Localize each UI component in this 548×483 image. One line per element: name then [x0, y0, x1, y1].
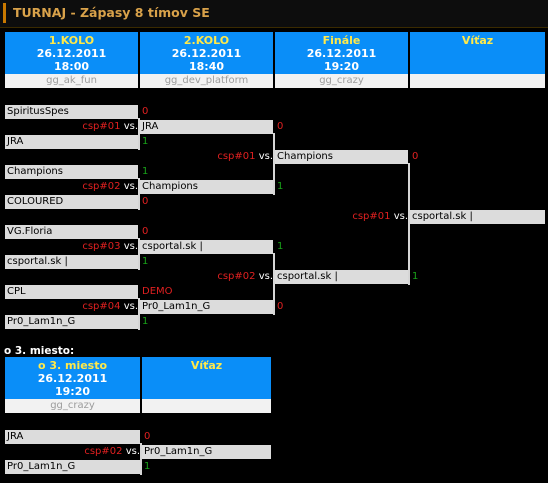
- vs-label: vs.: [123, 241, 138, 252]
- bracket-connector: [138, 118, 140, 150]
- match-label: csp#01 vs.: [5, 120, 138, 134]
- match-label: csp#03 vs.: [5, 240, 138, 254]
- match-id[interactable]: csp#02: [217, 271, 256, 282]
- team-score: 0: [412, 151, 419, 162]
- round-time: 18:40: [188, 60, 224, 73]
- match-label: csp#04 vs.: [5, 300, 138, 314]
- match-label: csp#01 vs.: [275, 210, 408, 224]
- round-date: 26.12.2011: [306, 47, 377, 60]
- team-slot[interactable]: CPL: [5, 285, 138, 299]
- round-header-2: 2.KOLO 26.12.2011 18:40: [140, 32, 273, 74]
- round-time: 19:20: [54, 385, 90, 398]
- round-header-third-winner: Víťaz: [142, 357, 271, 399]
- round-time: 19:20: [323, 60, 359, 73]
- bracket-connector: [273, 133, 275, 195]
- match-id[interactable]: csp#02: [82, 181, 121, 192]
- server-name: gg_crazy: [5, 399, 140, 413]
- round-header-1: 1.KOLO 26.12.2011 18:00: [5, 32, 138, 74]
- vs-label: vs.: [258, 271, 273, 282]
- vs-label: vs.: [123, 121, 138, 132]
- team-slot[interactable]: VG.Floria: [5, 225, 138, 239]
- team-score: 1: [142, 256, 149, 267]
- bracket-connector: [140, 443, 142, 475]
- server-name: [410, 74, 545, 88]
- match-id[interactable]: csp#04: [82, 301, 121, 312]
- winner-slot[interactable]: csportal.sk |: [410, 210, 545, 224]
- winner-slot[interactable]: Pr0_Lam1n_G: [142, 445, 271, 459]
- round-name: Víťaz: [190, 359, 223, 372]
- server-name: [142, 399, 271, 413]
- team-score: 1: [277, 241, 284, 252]
- team-score: DEMO: [142, 286, 173, 297]
- team-score: 0: [142, 106, 149, 117]
- vs-label: vs.: [258, 151, 273, 162]
- bracket-connector: [408, 163, 410, 285]
- vs-label: vs.: [125, 446, 140, 457]
- page-title: TURNAJ - Zápasy 8 tímov SE: [13, 5, 210, 20]
- server-name: gg_dev_platform: [140, 74, 273, 88]
- match-id[interactable]: csp#01: [217, 151, 256, 162]
- round-time: 18:00: [53, 60, 89, 73]
- team-score: 1: [142, 316, 149, 327]
- vs-label: vs.: [393, 211, 408, 222]
- third-place-section-label: o 3. miesto:: [4, 345, 75, 357]
- round-header-third-place: o 3. miesto 26.12.2011 19:20: [5, 357, 140, 399]
- round-name: Víťaz: [461, 34, 494, 47]
- round-header-winner: Víťaz: [410, 32, 545, 74]
- team-slot[interactable]: JRA: [5, 430, 140, 444]
- team-slot[interactable]: Champions: [275, 150, 408, 164]
- team-slot[interactable]: Pr0_Lam1n_G: [140, 300, 273, 314]
- match-label: csp#02 vs.: [140, 270, 273, 284]
- match-id[interactable]: csp#03: [82, 241, 121, 252]
- team-score: 1: [142, 166, 149, 177]
- vs-label: vs.: [123, 181, 138, 192]
- bracket-connector: [138, 178, 140, 210]
- match-label: csp#01 vs.: [140, 150, 273, 164]
- title-accent: [3, 3, 6, 23]
- round-date: 26.12.2011: [171, 47, 242, 60]
- team-slot[interactable]: csportal.sk |: [275, 270, 408, 284]
- match-label: csp#02 vs.: [5, 180, 138, 194]
- team-slot[interactable]: Champions: [140, 180, 273, 194]
- team-score: 0: [144, 431, 151, 442]
- round-date: 26.12.2011: [37, 372, 108, 385]
- match-id[interactable]: csp#01: [82, 121, 121, 132]
- vs-label: vs.: [123, 301, 138, 312]
- team-score: 0: [277, 301, 284, 312]
- server-name: gg_crazy: [275, 74, 408, 88]
- title-bar: [0, 0, 548, 28]
- team-slot[interactable]: csportal.sk |: [140, 240, 273, 254]
- bracket-connector: [138, 238, 140, 270]
- match-id[interactable]: csp#01: [352, 211, 391, 222]
- round-name: 2.KOLO: [183, 34, 230, 47]
- round-name: 1.KOLO: [48, 34, 95, 47]
- round-name: Finále: [322, 34, 361, 47]
- team-slot[interactable]: SpiritusSpes: [5, 105, 138, 119]
- match-id[interactable]: csp#02: [84, 446, 123, 457]
- team-score: 0: [277, 121, 284, 132]
- team-score: 0: [142, 226, 149, 237]
- match-label: csp#02 vs.: [5, 445, 140, 459]
- team-score: 1: [142, 136, 149, 147]
- team-slot[interactable]: csportal.sk |: [5, 255, 138, 269]
- team-slot[interactable]: Champions: [5, 165, 138, 179]
- server-name: gg_ak_fun: [5, 74, 138, 88]
- team-slot[interactable]: COLOURED: [5, 195, 138, 209]
- team-score: 1: [412, 271, 419, 282]
- team-score: 0: [142, 196, 149, 207]
- team-slot[interactable]: JRA: [5, 135, 138, 149]
- round-header-final: Finále 26.12.2011 19:20: [275, 32, 408, 74]
- bracket-connector: [273, 253, 275, 315]
- team-score: 1: [277, 181, 284, 192]
- team-slot[interactable]: Pr0_Lam1n_G: [5, 460, 140, 474]
- bracket-connector: [138, 298, 140, 330]
- round-date: 26.12.2011: [36, 47, 107, 60]
- team-slot[interactable]: JRA: [140, 120, 273, 134]
- team-score: 1: [144, 461, 151, 472]
- team-slot[interactable]: Pr0_Lam1n_G: [5, 315, 138, 329]
- round-name: o 3. miesto: [37, 359, 108, 372]
